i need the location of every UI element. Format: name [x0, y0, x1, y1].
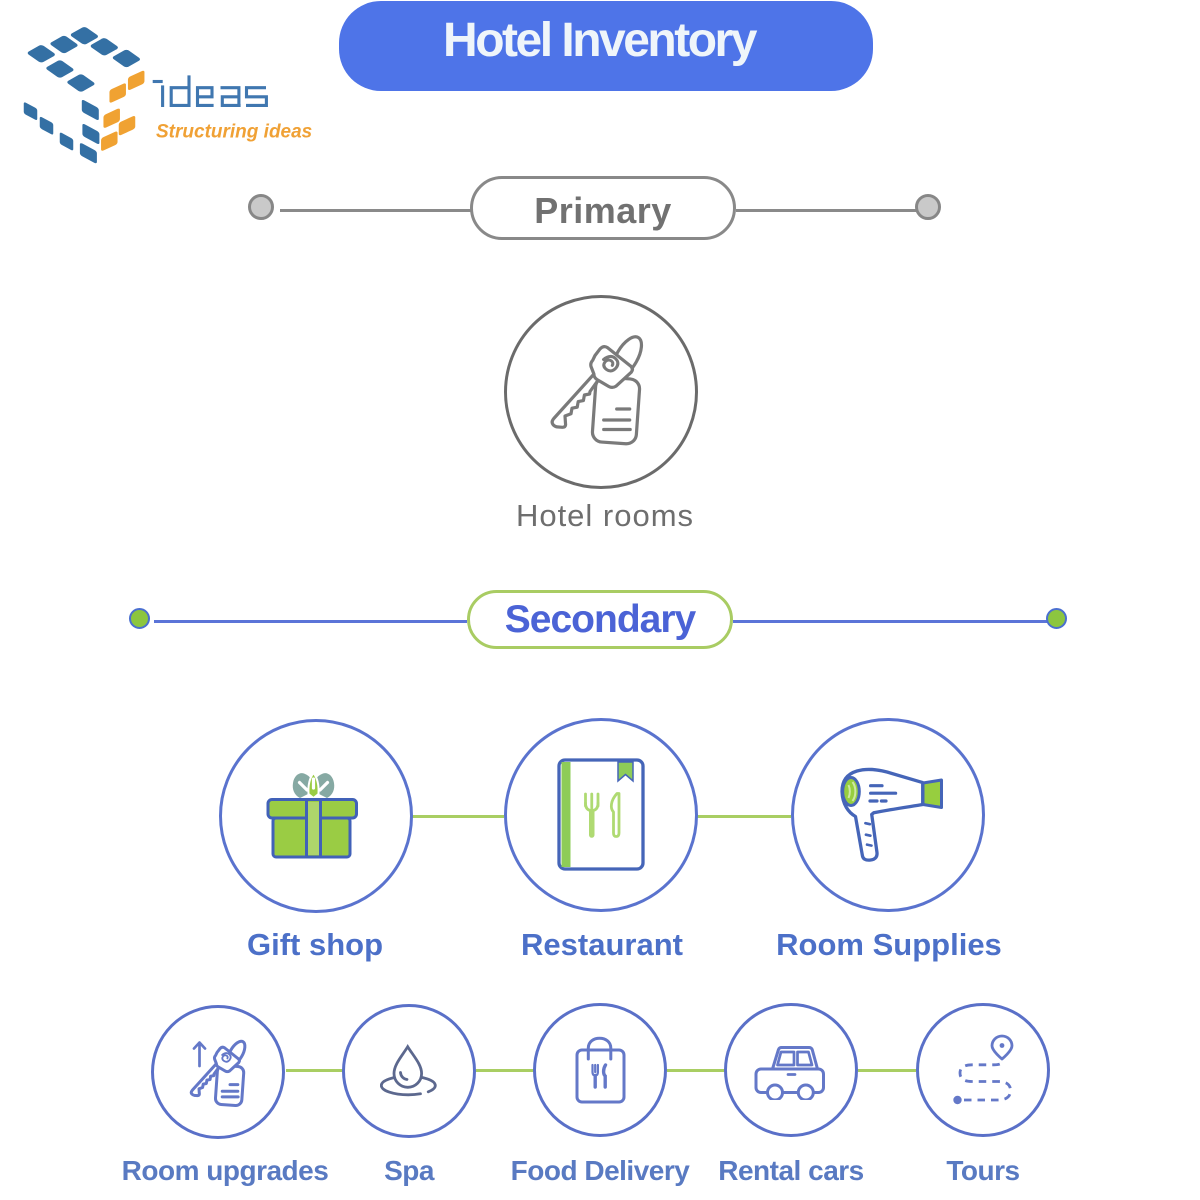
svg-text:Structuring ideas: Structuring ideas — [156, 122, 312, 143]
